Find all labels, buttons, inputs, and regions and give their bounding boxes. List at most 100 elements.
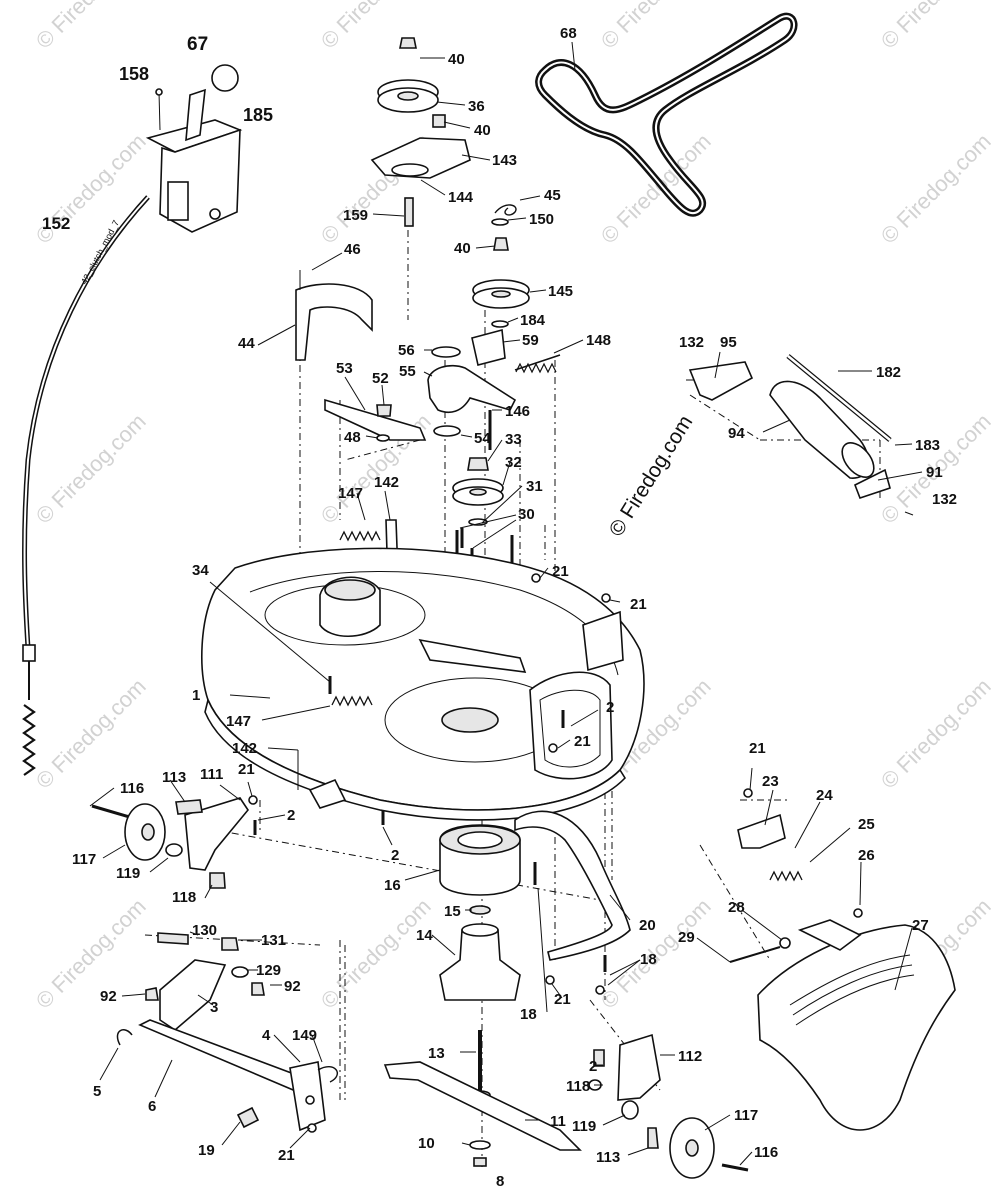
callout-28: 28 bbox=[728, 899, 745, 916]
callout-113: 113 bbox=[162, 769, 186, 786]
callout-94: 94 bbox=[728, 425, 745, 442]
callout-143: 143 bbox=[492, 152, 517, 169]
watermark: © Firedog.com bbox=[316, 894, 436, 1014]
gauge-wheel-left bbox=[91, 797, 249, 889]
roller-bracket-95 bbox=[688, 361, 754, 401]
bracket-3 bbox=[159, 959, 227, 1032]
cable-fitting bbox=[22, 644, 36, 662]
deck-bracket-left bbox=[308, 778, 347, 809]
callout-147: 147 bbox=[226, 713, 251, 730]
callout-92: 92 bbox=[100, 988, 117, 1005]
wheel-bracket-111 bbox=[184, 797, 249, 871]
callout-119: 119 bbox=[116, 865, 140, 882]
callout-24: 24 bbox=[816, 787, 833, 804]
nut-21 bbox=[248, 795, 258, 805]
wheel-bracket-112 bbox=[617, 1033, 661, 1101]
callout-111: 111 bbox=[200, 766, 223, 783]
callout-25: 25 bbox=[858, 816, 875, 833]
spring-148 bbox=[515, 362, 557, 374]
mower-deck-1 bbox=[201, 547, 645, 821]
washer-48 bbox=[376, 434, 390, 442]
callout-116: 116 bbox=[754, 1144, 778, 1161]
watermark: © Firedog.com bbox=[316, 0, 436, 54]
bolt-159 bbox=[404, 197, 414, 227]
gauge-wheel-right bbox=[588, 1033, 749, 1179]
idler-arm-55 bbox=[427, 364, 517, 414]
callout-48: 48 bbox=[344, 429, 361, 446]
callout-20: 20 bbox=[639, 917, 656, 934]
pin-29 bbox=[729, 946, 781, 963]
callout-144: 144 bbox=[448, 189, 474, 206]
callout-129: 129 bbox=[256, 962, 281, 979]
arm-53 bbox=[324, 398, 427, 441]
center-watermark: © Firedog.com bbox=[605, 411, 698, 540]
bolt-52 bbox=[376, 404, 392, 417]
watermark: © Firedog.com bbox=[596, 0, 716, 54]
callout-2: 2 bbox=[606, 699, 614, 716]
callout-4: 4 bbox=[262, 1027, 271, 1044]
callout-53: 53 bbox=[336, 360, 353, 377]
callout-31: 31 bbox=[526, 478, 543, 495]
callout-labels: 67 158 185 152 40 36 40 143 144 159 68 4… bbox=[42, 25, 957, 1190]
callout-21: 21 bbox=[630, 596, 647, 613]
nut-92-left bbox=[145, 987, 159, 1001]
callout-13: 13 bbox=[428, 1045, 445, 1062]
callout-36: 36 bbox=[468, 98, 485, 115]
callout-116: 116 bbox=[120, 780, 144, 797]
callout-184: 184 bbox=[520, 312, 546, 329]
callout-2: 2 bbox=[287, 807, 295, 824]
deck-bracket-right bbox=[582, 610, 624, 672]
leader-lines bbox=[89, 41, 923, 1166]
callout-21: 21 bbox=[749, 740, 766, 757]
bolt-19 bbox=[236, 1106, 260, 1129]
callout-152: 152 bbox=[42, 214, 70, 233]
washer-150 bbox=[491, 218, 509, 226]
pulley-32 bbox=[452, 486, 504, 506]
callout-21: 21 bbox=[554, 991, 571, 1008]
callout-10: 10 bbox=[418, 1135, 435, 1152]
callout-67: 67 bbox=[187, 34, 208, 55]
watermark: © Firedog.com bbox=[876, 674, 991, 794]
nut-21 bbox=[307, 1123, 317, 1133]
bolt-8 bbox=[473, 1157, 487, 1167]
callout-149: 149 bbox=[292, 1027, 317, 1044]
callout-142: 142 bbox=[232, 740, 257, 757]
nut-33 bbox=[467, 457, 489, 471]
callout-95: 95 bbox=[720, 334, 737, 351]
nut-118 bbox=[209, 872, 226, 889]
watermark: © Firedog.com bbox=[31, 0, 151, 54]
washer-10 bbox=[469, 1140, 491, 1150]
callout-21: 21 bbox=[574, 733, 591, 750]
spring-149 bbox=[317, 1065, 338, 1083]
callout-8: 8 bbox=[496, 1173, 504, 1190]
callout-46: 46 bbox=[344, 241, 361, 258]
watermark: © Firedog.com bbox=[876, 0, 991, 54]
callout-92: 92 bbox=[284, 978, 301, 995]
callout-150: 150 bbox=[529, 211, 554, 228]
chute-latch-23 bbox=[737, 813, 786, 849]
callout-132: 132 bbox=[679, 334, 704, 351]
spindle-housing-14 bbox=[439, 929, 521, 1001]
nut-40 bbox=[399, 37, 417, 49]
bearing-15 bbox=[469, 905, 491, 915]
left-linkage bbox=[116, 932, 338, 1132]
bolt-131 bbox=[221, 937, 239, 951]
watermark: © Firedog.com bbox=[31, 409, 151, 529]
callout-3: 3 bbox=[210, 999, 218, 1016]
callout-32: 32 bbox=[505, 454, 522, 471]
nut-21 bbox=[548, 743, 558, 753]
nut-21 bbox=[545, 975, 555, 985]
deck-roller-assembly bbox=[686, 354, 914, 516]
callout-19: 19 bbox=[198, 1142, 215, 1159]
callout-40: 40 bbox=[454, 240, 471, 257]
nut-26 bbox=[853, 908, 863, 918]
housing-bolt bbox=[209, 208, 221, 220]
nut-21 bbox=[531, 573, 541, 583]
bolt-2 bbox=[593, 1049, 605, 1067]
clip-45 bbox=[494, 204, 517, 216]
watermark: © Firedog.com bbox=[31, 674, 151, 794]
deck-hanger-20 bbox=[514, 810, 631, 961]
callout-142: 142 bbox=[374, 474, 399, 491]
callout-1: 1 bbox=[192, 687, 200, 704]
callout-131: 131 bbox=[261, 932, 286, 949]
